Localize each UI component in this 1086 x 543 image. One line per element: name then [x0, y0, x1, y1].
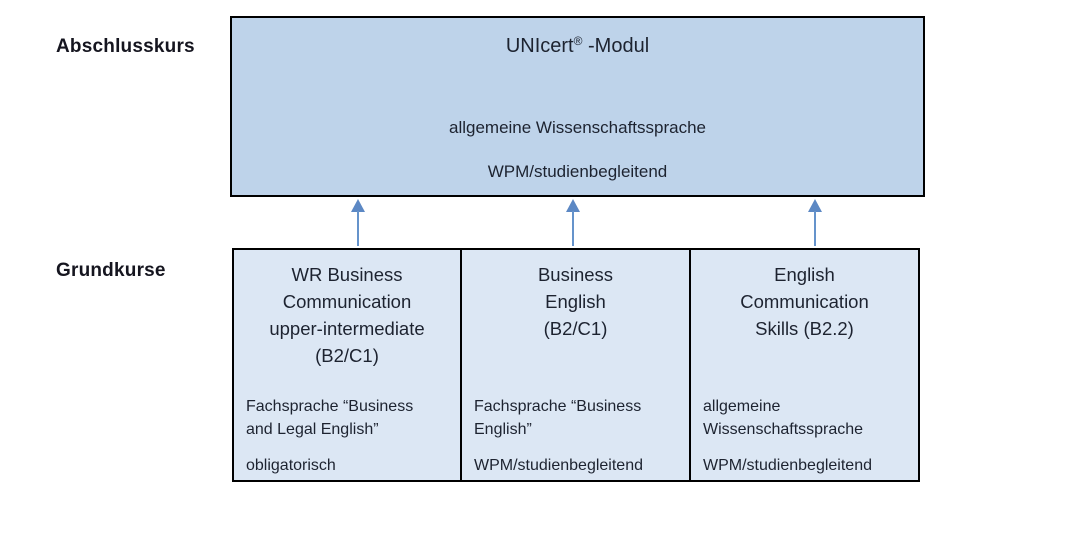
course-status: obligatorisch: [246, 457, 336, 474]
course-title: Business English (B2/C1): [462, 261, 689, 342]
course-description: Fachsprache “Business and Legal English”: [246, 396, 456, 441]
unicert-modul-title-text: UNIcert: [505, 35, 574, 57]
course-description-line: allgemeine: [703, 398, 781, 415]
grundkurse-row-label: Grundkurse: [56, 260, 166, 281]
arrow-head: [566, 199, 580, 212]
course-description-line: Fachsprache “Business: [246, 398, 414, 415]
arrow-head: [351, 199, 365, 212]
course-box-business-english: Business English (B2/C1) Fachsprache “Bu…: [460, 250, 689, 480]
unicert-modul-title: UNIcert® -Modul: [232, 34, 923, 58]
course-description-line: and Legal English”: [246, 420, 379, 438]
course-box-english-communication-skills: English Communication Skills (B2.2) allg…: [689, 250, 918, 480]
registered-trademark-symbol: ®: [573, 34, 583, 48]
course-description: Fachsprache “Business English”: [474, 396, 685, 441]
course-title-line: Communication: [740, 291, 869, 312]
course-description-line: Fachsprache “Business: [474, 398, 642, 415]
unicert-modul-box: UNIcert® -Modul allgemeine Wissenschafts…: [230, 16, 925, 197]
course-title-line: English: [774, 264, 835, 285]
grundkurse-boxes-row: WR Business Communication upper-intermed…: [232, 248, 920, 482]
unicert-modul-subtitle-language: allgemeine Wissenschaftssprache: [448, 118, 706, 137]
up-arrow-icon: [808, 199, 822, 246]
arrow-stem: [572, 211, 574, 246]
course-title: English Communication Skills (B2.2): [691, 261, 918, 342]
up-arrow-icon: [566, 199, 580, 246]
arrow-head: [808, 199, 822, 212]
course-description: allgemeine Wissenschaftssprache: [703, 396, 914, 441]
unicert-modul-subtitle-wpm: WPM/studienbegleitend: [487, 162, 668, 181]
arrow-stem: [814, 211, 816, 246]
course-title-line: WR Business: [291, 264, 403, 285]
course-status: WPM/studienbegleitend: [474, 457, 643, 474]
arrow-stem: [357, 211, 359, 246]
course-title-line: Skills (B2.2): [755, 318, 854, 339]
course-title-line: upper-intermediate: [269, 318, 425, 339]
course-description-line: English”: [474, 420, 532, 438]
course-box-wr-business-communication: WR Business Communication upper-intermed…: [234, 250, 460, 480]
course-title-line: English: [545, 291, 606, 312]
up-arrow-icon: [351, 199, 365, 246]
course-title-line: Business: [537, 264, 614, 285]
abschlusskurs-row-label: Abschlusskurs: [56, 36, 195, 57]
course-title-line: (B2/C1): [315, 345, 379, 366]
unicert-modul-title-suffix: -Modul: [582, 35, 650, 57]
course-title-line: Communication: [282, 291, 412, 312]
course-description-line: Wissenschaftssprache: [703, 420, 864, 438]
course-status: WPM/studienbegleitend: [703, 457, 872, 474]
course-title: WR Business Communication upper-intermed…: [234, 261, 460, 369]
course-title-line: (B2/C1): [543, 318, 608, 339]
